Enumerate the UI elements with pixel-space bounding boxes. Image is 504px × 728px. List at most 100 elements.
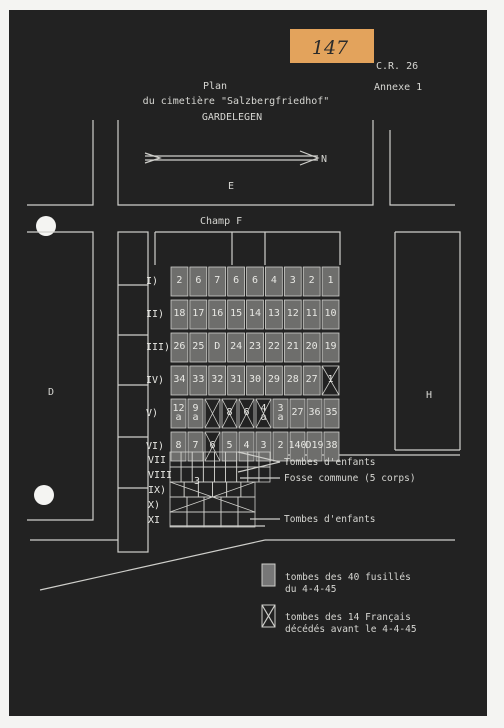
title-line-2: du cimetière "Salzbergfriedhof" <box>143 95 330 107</box>
shaded-grave <box>265 299 283 330</box>
grave-number: 2 <box>277 440 283 451</box>
shaded-grave <box>289 398 306 429</box>
cross-mark <box>221 398 238 429</box>
crossed-grave <box>255 398 272 429</box>
grave-number: 3 <box>277 403 283 414</box>
crossed-grave <box>321 365 340 396</box>
legend-crossed-swatch <box>261 604 276 628</box>
grave-number: 38 <box>325 440 337 451</box>
grave-number: 18 <box>173 308 185 319</box>
shaded-grave <box>255 431 272 462</box>
cross-mark <box>238 398 255 429</box>
grave-number: 26 <box>173 341 185 352</box>
grave-number: 8 <box>175 440 181 451</box>
annex-label: Annexe 1 <box>374 82 422 93</box>
grave-number: 24 <box>230 341 242 352</box>
shaded-grave <box>170 299 189 330</box>
fosse-number: 3 <box>194 476 200 487</box>
shaded-grave <box>170 266 189 297</box>
grave-number: a <box>260 412 266 423</box>
grave-number: 3 <box>290 275 296 286</box>
archive-stamp <box>290 29 374 63</box>
north-arrow-icon <box>144 150 320 166</box>
shaded-grave <box>246 266 264 297</box>
shaded-grave <box>208 332 227 363</box>
label-tombes-enfants-1: Tombes d'enfants <box>284 457 376 468</box>
shaded-grave <box>227 299 245 330</box>
grave-number: 6 <box>233 275 239 286</box>
grave-number: 8 <box>226 407 232 418</box>
lower-row-label: IX) <box>148 485 166 496</box>
shaded-grave <box>265 266 283 297</box>
legend-shaded-swatch <box>261 563 276 587</box>
shaded-grave <box>302 266 321 297</box>
shaded-grave <box>302 332 321 363</box>
grave-number: D19 <box>305 440 323 451</box>
left-plot-column <box>117 231 149 553</box>
crossed-grave <box>221 398 238 429</box>
shaded-grave <box>321 266 340 297</box>
grave-number: 4 <box>243 440 249 451</box>
legend-crossed-line-2: décédés avant le 4-4-45 <box>285 624 417 635</box>
cross-mark <box>255 398 272 429</box>
child-grave <box>258 466 271 483</box>
grave-number: 6 <box>209 440 215 451</box>
shaded-grave <box>302 365 321 396</box>
row-label: III) <box>146 342 170 353</box>
shaded-grave <box>283 299 302 330</box>
lower-row-label: XI <box>148 515 160 526</box>
archive-stamp-number: 147 <box>312 37 349 59</box>
cross-mark <box>204 398 221 429</box>
zone-champ-f: Champ F <box>200 216 242 227</box>
grave-number: 20 <box>306 341 318 352</box>
shaded-grave <box>187 398 204 429</box>
cross-mark <box>321 365 340 396</box>
shaded-grave <box>306 431 323 462</box>
grave-number: a <box>175 412 181 423</box>
shaded-grave <box>189 266 208 297</box>
grave-number: 11 <box>306 308 318 319</box>
shaded-grave <box>323 431 340 462</box>
punch-hole-bottom <box>34 485 54 505</box>
grave-number: 17 <box>192 308 204 319</box>
shaded-grave <box>321 299 340 330</box>
shaded-grave <box>272 398 289 429</box>
sheet-background <box>9 10 487 716</box>
grave-number: a <box>192 412 198 423</box>
title-line-1: Plan <box>203 81 227 92</box>
shaded-grave <box>170 398 187 429</box>
row-label: V) <box>146 408 158 419</box>
grave-number: 28 <box>287 374 299 385</box>
zone-h: H <box>426 390 432 401</box>
shaded-grave <box>227 332 245 363</box>
shaded-grave <box>238 431 255 462</box>
grave-number: 13 <box>268 308 280 319</box>
shaded-grave <box>265 365 283 396</box>
grave-number: 10 <box>325 308 337 319</box>
grave-number: 140 <box>288 440 306 451</box>
grave-number: 27 <box>306 374 318 385</box>
lower-row-label: VIII <box>148 470 172 481</box>
grave-number: 36 <box>308 407 320 418</box>
shaded-grave <box>246 299 264 330</box>
label-fosse-commune: Fosse commune (5 corps) <box>284 473 416 484</box>
grave-number: 9 <box>192 403 198 414</box>
row-label: VI) <box>146 441 164 452</box>
compass-east-label: E <box>228 181 234 192</box>
grave-number: 4 <box>260 403 266 414</box>
annotation-arrows <box>237 451 281 520</box>
shaded-grave <box>227 266 245 297</box>
shaded-grave <box>283 365 302 396</box>
grave-number: 23 <box>249 341 261 352</box>
shaded-grave <box>170 365 189 396</box>
grave-number: 2 <box>309 275 315 286</box>
grave-number: 2 <box>176 275 182 286</box>
shaded-grave <box>208 299 227 330</box>
grave-number: 12 <box>287 308 299 319</box>
lower-row-label: VII <box>148 455 166 466</box>
grave-number: 6 <box>243 407 249 418</box>
grave-number: 15 <box>230 308 242 319</box>
